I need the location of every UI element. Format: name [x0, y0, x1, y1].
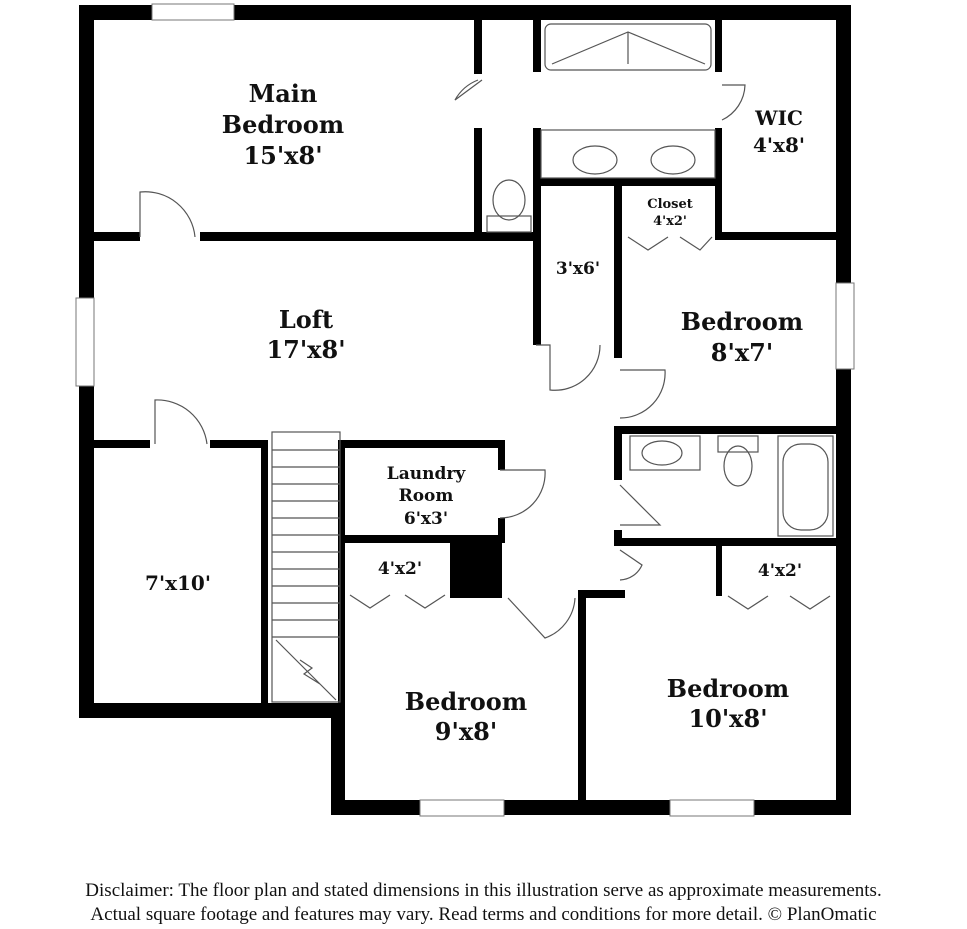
sink-icon [629, 435, 701, 471]
floor-plan: Main Bedroom 15'x8' WIC 4'x8' Closet 4'x… [75, 3, 855, 817]
storage-size: 7'x10' [145, 571, 211, 595]
walls [79, 5, 851, 815]
hall-closet-size: 3'x6' [556, 259, 600, 279]
sink-icon [650, 145, 696, 175]
bedroom-8x7-name: Bedroom [681, 307, 803, 336]
toilet-icon [492, 179, 526, 221]
loft-size: 17'x8' [266, 335, 345, 364]
bedroom-8x7-size: 8'x7' [711, 338, 773, 367]
closet-name: Closet [647, 197, 693, 212]
room-labels: Main Bedroom 15'x8' WIC 4'x8' Closet 4'x… [145, 79, 805, 746]
bathtub-icon [777, 435, 834, 537]
closet-10x8-size: 4'x2' [758, 561, 802, 581]
fixtures [486, 23, 834, 537]
laundry-name-2: Room [399, 486, 454, 506]
laundry-name: Laundry [387, 464, 467, 484]
bedroom-9x8-size: 9'x8' [435, 717, 497, 746]
wic-name: WIC [754, 106, 803, 130]
laundry-size: 6'x3' [404, 509, 448, 529]
disclaimer-line-1: Disclaimer: The floor plan and stated di… [85, 880, 882, 901]
stairs [271, 431, 341, 703]
disclaimer-line-2: Actual square footage and features may v… [90, 904, 877, 925]
main-bedroom-name-2: Bedroom [222, 110, 344, 139]
doors [139, 79, 831, 639]
bedroom-10x8-name: Bedroom [667, 674, 789, 703]
bedroom-9x8-name: Bedroom [405, 687, 527, 716]
loft-name: Loft [279, 305, 333, 334]
toilet-icon [717, 435, 759, 453]
closet-size: 4'x2' [653, 214, 687, 229]
windows [75, 3, 855, 817]
shower-icon [544, 23, 712, 71]
main-bedroom-size: 15'x8' [243, 141, 322, 170]
main-bedroom-name: Main [249, 79, 318, 108]
wic-size: 4'x8' [753, 133, 805, 157]
sink-icon [572, 145, 618, 175]
bedroom-10x8-size: 10'x8' [688, 704, 767, 733]
closet-9x8-size: 4'x2' [378, 559, 422, 579]
